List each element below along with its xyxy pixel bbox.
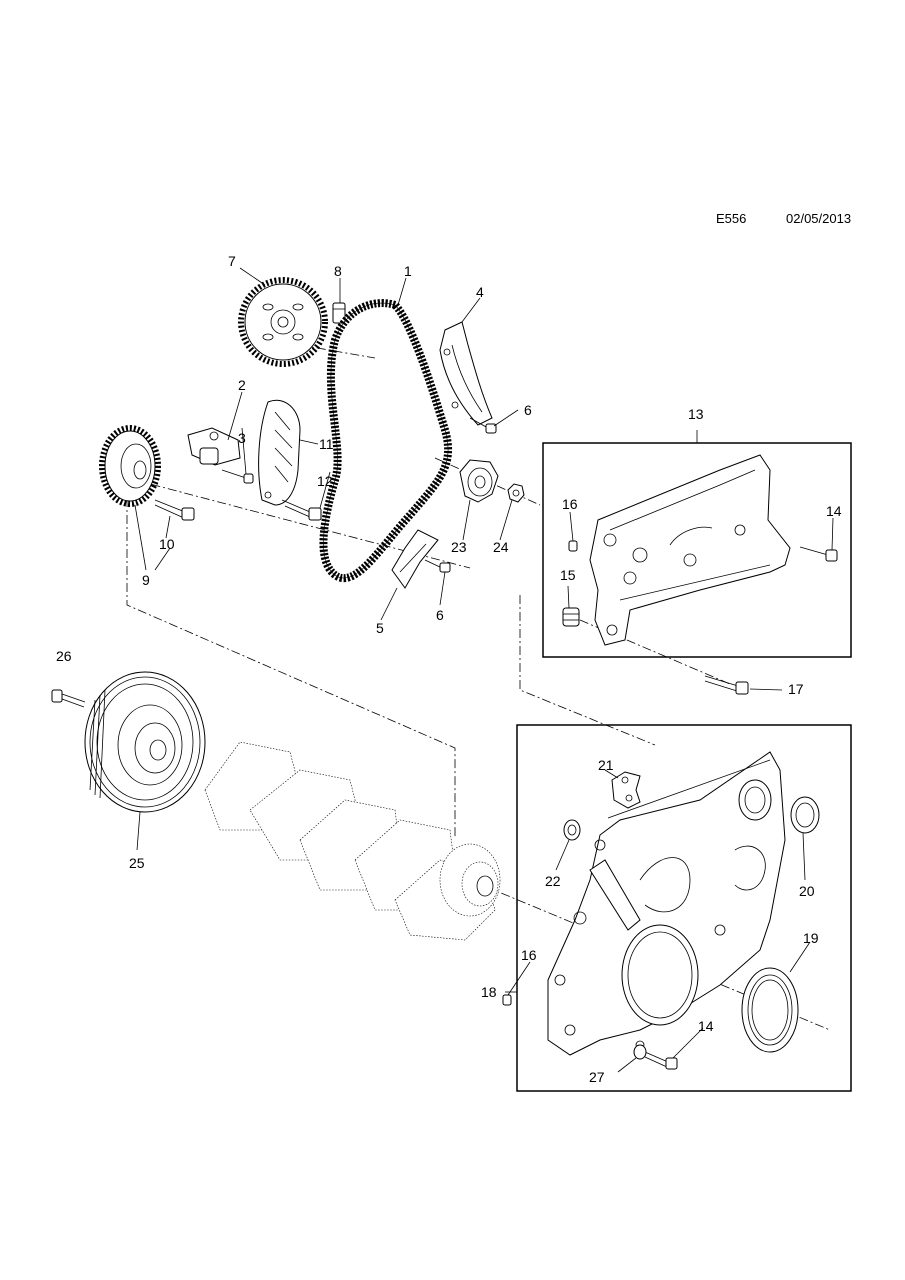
callout-8: 8: [334, 263, 342, 279]
dowel-pin-upper: [568, 540, 578, 552]
crankshaft-pulley: [84, 671, 206, 813]
upper-timing-cover: [589, 454, 791, 646]
idler-sprocket: [459, 459, 499, 503]
callout-15: 15: [560, 567, 576, 583]
crank-bolt: [154, 499, 195, 521]
callout-12: 12: [317, 473, 333, 489]
callout-13: 13: [688, 406, 704, 422]
crankshaft: [204, 741, 501, 941]
camshaft-sprocket: [238, 277, 328, 367]
cover-washer: [633, 1044, 647, 1060]
callout-20: 20: [799, 883, 815, 899]
callout-16-lower: 16: [521, 947, 537, 963]
callout-23: 23: [451, 539, 467, 555]
cover-plug: [562, 607, 580, 627]
callout-10: 10: [159, 536, 175, 552]
guide-bolt-upper: [469, 417, 497, 434]
callout-21: 21: [598, 757, 614, 773]
lower-cover-bolt: [644, 1051, 678, 1070]
crank-oil-seal: [741, 967, 799, 1053]
diagram-date: 02/05/2013: [786, 211, 852, 226]
callout-26: 26: [56, 648, 72, 664]
idler-nut: [507, 483, 525, 503]
sprocket-bolt: [332, 302, 346, 324]
long-cover-bolt: [704, 675, 749, 695]
callout-25: 25: [129, 855, 145, 871]
callout-24: 24: [493, 539, 509, 555]
callout-27: 27: [589, 1069, 605, 1085]
callout-4: 4: [476, 284, 484, 300]
chain-tensioner: [187, 427, 241, 466]
rail-bolt: [281, 499, 322, 521]
lower-timing-cover: [547, 751, 786, 1056]
diagram-code: E556: [716, 211, 747, 226]
callout-7: 7: [228, 253, 236, 269]
callout-16-upper: 16: [562, 496, 578, 512]
box-lower-timing-cover: [516, 724, 852, 1092]
callout-22: 22: [545, 873, 561, 889]
small-oil-seal: [790, 796, 820, 834]
callout-9: 9: [142, 572, 150, 588]
callout-1: 1: [404, 263, 412, 279]
callout-2: 2: [238, 377, 246, 393]
lower-chain-guide: [391, 529, 439, 589]
cover-sleeve: [563, 819, 581, 841]
callout-labels: 7 8 1 4 2 3 11 12 10 9 6 23 24 5 6 13 16…: [56, 253, 842, 1085]
callout-14-lower: 14: [698, 1018, 714, 1034]
crankshaft-sprocket: [99, 425, 161, 507]
cover-clip: [611, 771, 641, 809]
callout-6-lower: 6: [436, 607, 444, 623]
timing-chain: [319, 299, 453, 582]
callout-17: 17: [788, 681, 804, 697]
upper-cover-bolt: [799, 546, 838, 562]
upper-chain-guide: [439, 321, 493, 426]
callout-5: 5: [376, 620, 384, 636]
guide-bolt-lower: [424, 559, 451, 573]
tensioner-rail: [258, 399, 301, 506]
dowel-pin-lower: [502, 994, 512, 1006]
callout-19: 19: [803, 930, 819, 946]
callout-3: 3: [238, 430, 246, 446]
tensioner-bolt: [221, 469, 254, 484]
leader-lines: [134, 267, 834, 1073]
callout-18: 18: [481, 984, 497, 1000]
callout-14-upper: 14: [826, 503, 842, 519]
damper-bolt: [51, 689, 86, 708]
callout-11: 11: [319, 436, 334, 452]
callout-6-upper: 6: [524, 402, 532, 418]
